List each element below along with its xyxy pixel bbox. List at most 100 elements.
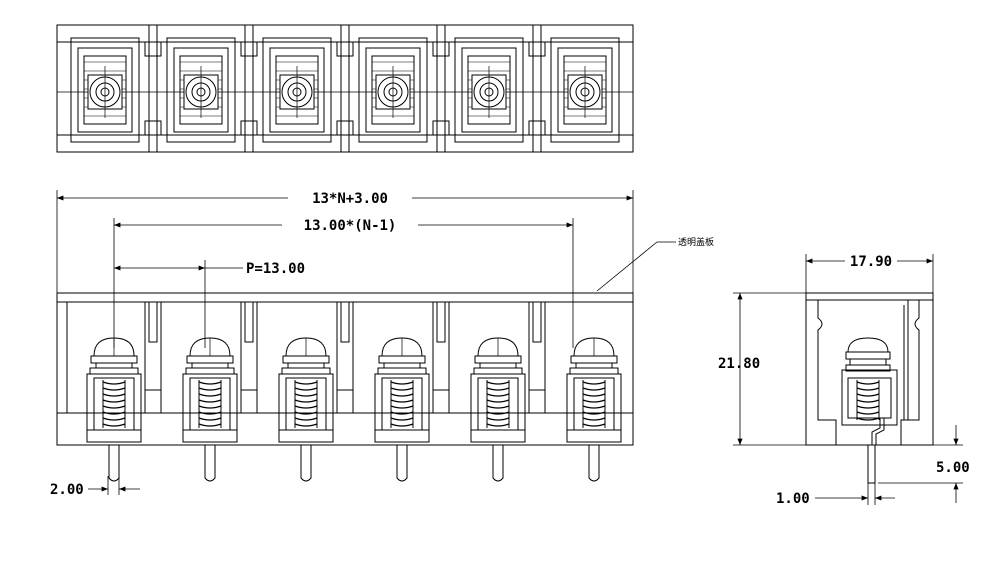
front-thread-turn [102, 423, 126, 427]
front-clamp-housing [374, 373, 430, 443]
transparent-cover-leader [596, 241, 676, 292]
front-divider-rib [532, 301, 542, 343]
front-thread-turn [582, 393, 606, 397]
front-thread-turn [390, 417, 414, 421]
front-clamp-housing [86, 373, 142, 443]
front-view-body [56, 292, 634, 446]
top-cell-frame [358, 37, 428, 143]
side-view-contact [871, 418, 881, 445]
side-view-screw-housing [841, 369, 898, 426]
front-thread-turn [390, 405, 414, 409]
front-pin [492, 445, 504, 482]
front-washer [569, 367, 619, 375]
front-thread-turn [486, 417, 510, 421]
front-thread-turn [198, 399, 222, 403]
side-thread-turn [856, 417, 880, 421]
front-thread-turn [582, 411, 606, 415]
front-washer [479, 362, 517, 369]
side-view-contact [875, 418, 885, 445]
top-cell-frame [166, 37, 236, 143]
top-view-cells [70, 25, 620, 152]
overall-length-label-bg [288, 189, 412, 207]
top-cell-inner [77, 47, 133, 133]
front-thread-turn [102, 417, 126, 421]
top-divider-notch [144, 120, 162, 136]
front-washer [185, 367, 235, 375]
front-divider [336, 302, 354, 413]
front-clamp [477, 377, 519, 431]
top-cell-screw-well [563, 55, 607, 125]
front-thread-turn [102, 393, 126, 397]
front-thread-turn [294, 399, 318, 403]
side-view-left-wall [817, 300, 837, 445]
front-thread-turn [294, 417, 318, 421]
side-view-washer [845, 351, 891, 360]
front-thread-turn [102, 399, 126, 403]
side-thread-turn [856, 387, 880, 391]
front-washer [287, 362, 325, 369]
side-pin-label: 1.00 [776, 491, 810, 507]
front-thread-turn [198, 393, 222, 397]
top-cell-screw-well [83, 55, 127, 125]
front-washer [378, 355, 426, 364]
front-washer [281, 367, 331, 375]
top-cell-screw-well [179, 55, 223, 125]
front-thread-turn [390, 381, 414, 385]
span-label: 13.00*(N-1) [304, 218, 397, 234]
top-divider-notch [528, 120, 546, 136]
front-washer [89, 367, 139, 375]
pitch-label: P=13.00 [246, 261, 305, 277]
top-cell-screw-well [467, 55, 511, 125]
front-washer [575, 362, 613, 369]
front-thread-turn [198, 405, 222, 409]
top-divider-notch [240, 41, 258, 57]
front-divider [432, 302, 450, 413]
top-divider-notch [144, 41, 162, 57]
front-washer [282, 355, 330, 364]
pin-length-label: 5.00 [936, 460, 970, 476]
front-thread-turn [486, 387, 510, 391]
front-thread-turn [198, 417, 222, 421]
front-thread-turn [294, 393, 318, 397]
front-divider [144, 302, 162, 413]
top-cell-inner [461, 47, 517, 133]
front-thread-turn [582, 423, 606, 427]
front-thread-turn [582, 387, 606, 391]
front-clamp-housing [182, 373, 238, 443]
front-thread-turn [198, 381, 222, 385]
front-divider [528, 302, 546, 413]
side-view-clamp [847, 377, 892, 419]
front-clamp-housing [278, 373, 334, 443]
front-washer [474, 355, 522, 364]
top-divider-notch [336, 41, 354, 57]
front-thread-turn [486, 399, 510, 403]
front-divider-rib [148, 301, 158, 343]
top-divider-notch [240, 120, 258, 136]
front-thread-turn [486, 405, 510, 409]
side-thread-turn [856, 393, 880, 397]
top-cell-screw-well [275, 55, 319, 125]
top-cell-frame [70, 37, 140, 143]
front-thread-turn [102, 411, 126, 415]
side-thread-turn [856, 411, 880, 415]
overall-length-label: 13*N+3.00 [312, 191, 388, 207]
front-thread-turn [294, 423, 318, 427]
front-washer [191, 362, 229, 369]
front-thread-turn [582, 399, 606, 403]
top-cell-inner [365, 47, 421, 133]
front-thread-turn [582, 405, 606, 409]
front-pin [588, 445, 600, 482]
top-cell-screw-well [371, 55, 415, 125]
top-divider-notch [336, 120, 354, 136]
top-cell-frame [454, 37, 524, 143]
front-pin [396, 445, 408, 482]
front-thread-turn [198, 423, 222, 427]
front-thread-turn [198, 387, 222, 391]
top-divider-notch [432, 41, 450, 57]
top-cell-inner [173, 47, 229, 133]
front-washer [473, 367, 523, 375]
front-washer [383, 362, 421, 369]
front-pin [108, 445, 120, 482]
top-cell-inner [557, 47, 613, 133]
